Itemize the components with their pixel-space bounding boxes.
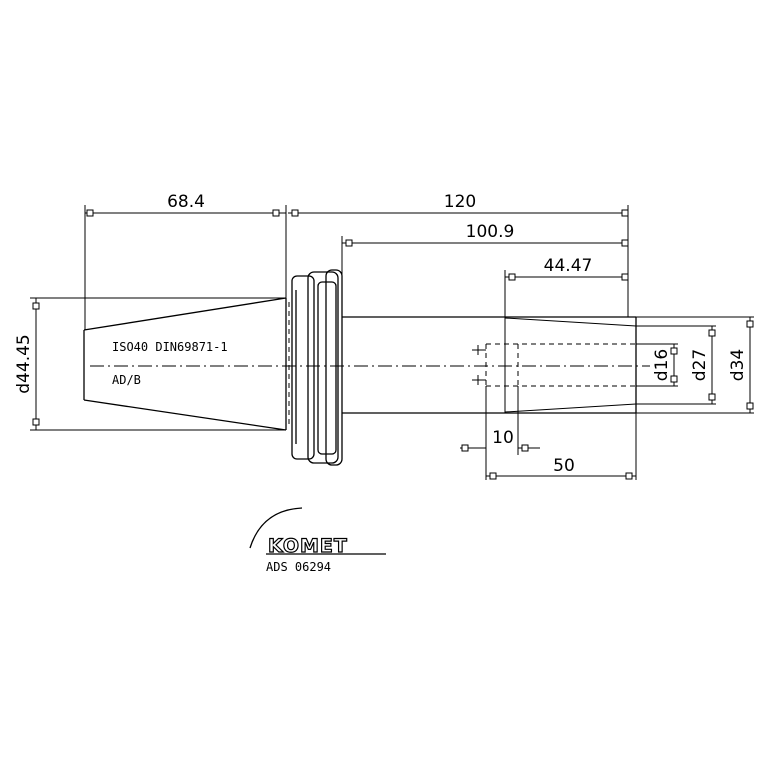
bore-inner <box>472 317 637 413</box>
taper-shank <box>83 297 287 431</box>
dimension-lines <box>30 205 754 480</box>
dim-overall-length: 120 <box>444 192 476 212</box>
dim-length-50: 50 <box>553 456 575 476</box>
dim-diameter-34: d34 <box>728 349 748 381</box>
dim-taper-length: 68.4 <box>167 192 205 212</box>
dim-taper-diameter: d44.45 <box>14 334 34 393</box>
form-label: AD/B <box>112 373 141 387</box>
dim-length-44: 44.47 <box>544 256 593 276</box>
part-number: ADS 06294 <box>266 560 331 574</box>
body-cylinder <box>342 316 637 414</box>
dimension-ticks <box>32 209 754 480</box>
dim-length-from-flange: 100.9 <box>466 222 515 242</box>
standard-label: ISO40 DIN69871-1 <box>112 340 228 354</box>
logo-brand: KOMET <box>268 535 348 557</box>
dim-diameter-27: d27 <box>690 349 710 381</box>
logo-arc <box>249 507 303 549</box>
flange <box>288 269 343 466</box>
dim-bore-diameter: d16 <box>652 349 672 381</box>
dim-length-10: 10 <box>492 428 514 448</box>
komet-logo: KOMET <box>249 507 386 558</box>
